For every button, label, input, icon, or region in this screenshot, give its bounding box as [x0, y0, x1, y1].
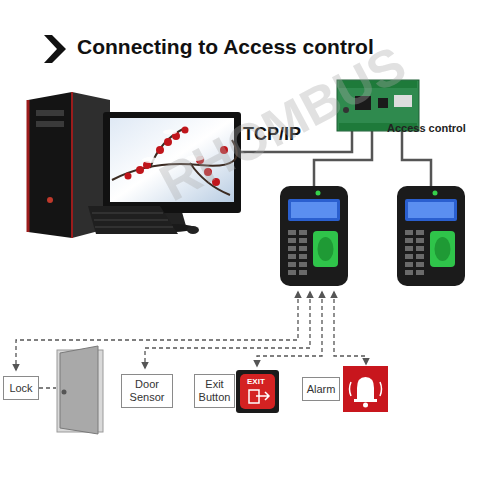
node-text: Alarm	[307, 383, 336, 396]
node-text: Exit Button	[195, 378, 234, 403]
network-port	[394, 95, 412, 107]
exit-arrow-symbol	[256, 392, 269, 400]
lock-door-wire	[39, 387, 56, 388]
device-box: Exit Button	[194, 374, 235, 408]
mouse	[187, 226, 199, 234]
bell-clapper	[363, 403, 368, 408]
exit-sign-text: EXIT	[247, 377, 265, 386]
reader-cable	[314, 131, 372, 186]
device-box: Alarm	[302, 377, 340, 401]
fingerprint-reader	[397, 186, 465, 286]
bell	[357, 377, 374, 400]
sound-waves	[350, 382, 382, 396]
alarm-icon	[343, 366, 388, 412]
exit-wire	[257, 292, 322, 366]
keyboard	[88, 206, 178, 234]
node-text: Door Sensor	[122, 378, 172, 403]
fingerprint-reader	[280, 186, 348, 286]
tower-trim	[27, 100, 30, 232]
chevron-icon	[44, 35, 66, 63]
keyboard-keys	[92, 213, 173, 227]
door-leaf	[60, 346, 98, 434]
drive-bay	[36, 110, 64, 116]
drive-bay	[36, 121, 64, 127]
diagram-title: Connecting to Access control	[77, 35, 374, 59]
tower-front	[28, 92, 72, 238]
device-box: Door Sensor	[121, 374, 173, 408]
device-box: Lock	[3, 376, 39, 400]
node-text: Lock	[9, 382, 32, 395]
bell-rim	[354, 399, 377, 402]
node-text: Access control	[387, 122, 466, 134]
power-button	[47, 197, 53, 203]
exit-button-icon	[236, 370, 279, 413]
alarm-panel	[343, 366, 388, 412]
exit-button	[240, 374, 275, 409]
alarm-wire	[334, 292, 366, 364]
door	[57, 346, 103, 434]
door-handle	[62, 390, 67, 395]
exit-plate	[236, 370, 279, 413]
tower-trim	[71, 92, 73, 238]
reader-cable	[402, 131, 431, 186]
